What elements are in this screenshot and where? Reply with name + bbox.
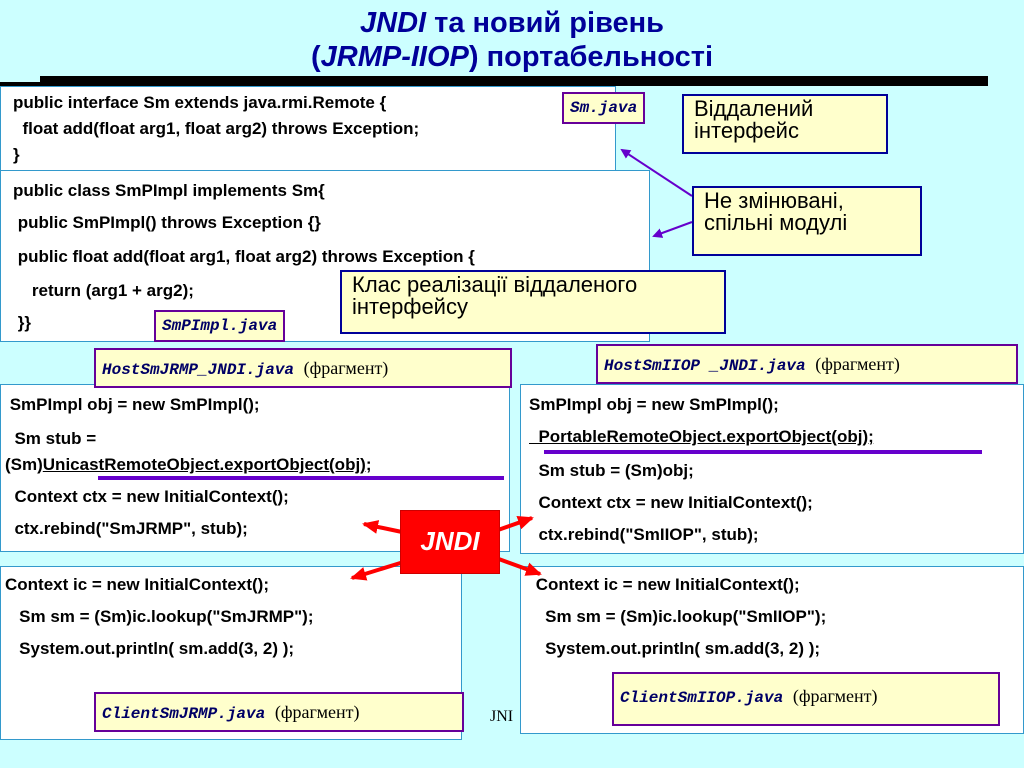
- code-line: Sm stub = (Sm)obj;: [529, 461, 694, 480]
- fragment-text: (фрагмент): [303, 358, 389, 378]
- fragment-text: (фрагмент): [274, 702, 360, 722]
- label-sm-java: Sm.java: [562, 92, 646, 124]
- title-jndi-italic: JNDI: [360, 7, 427, 39]
- fragment-text: (фрагмент): [815, 354, 900, 374]
- code-line: System.out.println( sm.add(3, 2) );: [5, 639, 295, 658]
- title-line1-rest: та новий рівень: [426, 7, 664, 39]
- code-line: }}: [13, 313, 31, 332]
- export-call: PortableRemoteObject.exportObject(obj);: [529, 427, 874, 446]
- code-line: Context ic = new InitialContext();: [5, 575, 269, 594]
- jndi-badge: JNDI: [400, 510, 500, 574]
- arrow-jndi-client-iiop: [495, 556, 542, 576]
- title-paren-open: (: [310, 41, 321, 73]
- code-line: Sm sm = (Sm)ic.lookup("SmIIOP");: [531, 607, 827, 626]
- slide-title-line1: JNDI та новий рівень: [0, 6, 1024, 40]
- code-line: ctx.rebind("SmJRMP", stub);: [5, 519, 248, 538]
- label-client-iiop: ClientSmIIOP.java (фрагмент): [612, 672, 1000, 726]
- code-line: return (arg1 + arg2);: [13, 281, 194, 300]
- export-call: UnicastRemoteObject.exportObject(obj);: [42, 455, 372, 474]
- code-line: Context ic = new InitialContext();: [531, 575, 800, 594]
- code-line: Context ctx = new InitialContext();: [529, 493, 813, 512]
- code-line: SmPImpl obj = new SmPImpl();: [5, 395, 260, 414]
- code-line: public SmPImpl() throws Exception {}: [13, 213, 321, 232]
- code-line: public interface Sm extends java.rmi.Rem…: [13, 93, 387, 112]
- code-line-export: PortableRemoteObject.exportObject(obj);: [529, 427, 874, 447]
- code-line: Sm stub =: [5, 429, 97, 448]
- title-line2-rest: ) портабельності: [468, 41, 714, 73]
- client-jrmp-code-box: Context ic = new InitialContext(); Sm sm…: [0, 566, 462, 740]
- code-line: float add(float arg1, float arg2) throws…: [13, 119, 420, 138]
- label-host-iiop: HostSmIIOP _JNDI.java (фрагмент): [596, 344, 1018, 384]
- arrow-to-impl: [652, 221, 693, 238]
- code-line: System.out.println( sm.add(3, 2) );: [531, 639, 821, 658]
- code-line: }: [13, 145, 20, 164]
- callout-impl-class: Клас реалізації віддаленого інтерфейсу: [340, 270, 726, 334]
- slide-title-line2: (JRMP-IIOP) портабельності: [0, 40, 1024, 74]
- cast-prefix: (Sm): [5, 455, 43, 474]
- interface-code-box: public interface Sm extends java.rmi.Rem…: [0, 86, 616, 172]
- fragment-text: (фрагмент): [792, 686, 878, 706]
- code-line: public class SmPImpl implements Sm{: [13, 181, 325, 200]
- title-rule-top: [40, 76, 988, 82]
- arrow-jndi-host-jrmp: [362, 520, 403, 534]
- label-text: HostSmJRMP_JNDI.java: [102, 361, 295, 379]
- callout-unchanged-modules: Не змінювані, спільні модулі: [692, 186, 922, 256]
- label-client-jrmp: ClientSmJRMP.java (фрагмент): [94, 692, 464, 732]
- code-line: SmPImpl obj = new SmPImpl();: [529, 395, 779, 414]
- title-rule-bottom: [0, 82, 988, 86]
- label-host-jrmp: HostSmJRMP_JNDI.java (фрагмент): [94, 348, 512, 388]
- code-line: Context ctx = new InitialContext();: [5, 487, 289, 506]
- footer-text: JNI: [490, 708, 514, 725]
- host-iiop-code-box: SmPImpl obj = new SmPImpl(); PortableRem…: [520, 384, 1024, 554]
- callout-remote-interface: Віддалений інтерфейс: [682, 94, 888, 154]
- label-text: Sm.java: [570, 99, 638, 117]
- code-line-export: (Sm)UnicastRemoteObject.exportObject(obj…: [5, 455, 372, 475]
- arrow-jndi-host-iiop: [497, 516, 534, 532]
- label-smpimpl-java: SmPImpl.java: [154, 310, 286, 342]
- arrow-to-interface: [620, 148, 693, 197]
- title-jrmp-iiop-italic: JRMP-IIOP: [320, 41, 469, 73]
- label-text: ClientSmIIOP.java: [620, 689, 784, 707]
- label-text: SmPImpl.java: [162, 317, 278, 335]
- label-text: HostSmIIOP _JNDI.java: [604, 357, 806, 375]
- code-line: Sm sm = (Sm)ic.lookup("SmJRMP");: [5, 607, 314, 626]
- code-line: ctx.rebind("SmIIOP", stub);: [529, 525, 759, 544]
- label-text: ClientSmJRMP.java: [102, 705, 266, 723]
- code-line: public float add(float arg1, float arg2)…: [13, 247, 475, 266]
